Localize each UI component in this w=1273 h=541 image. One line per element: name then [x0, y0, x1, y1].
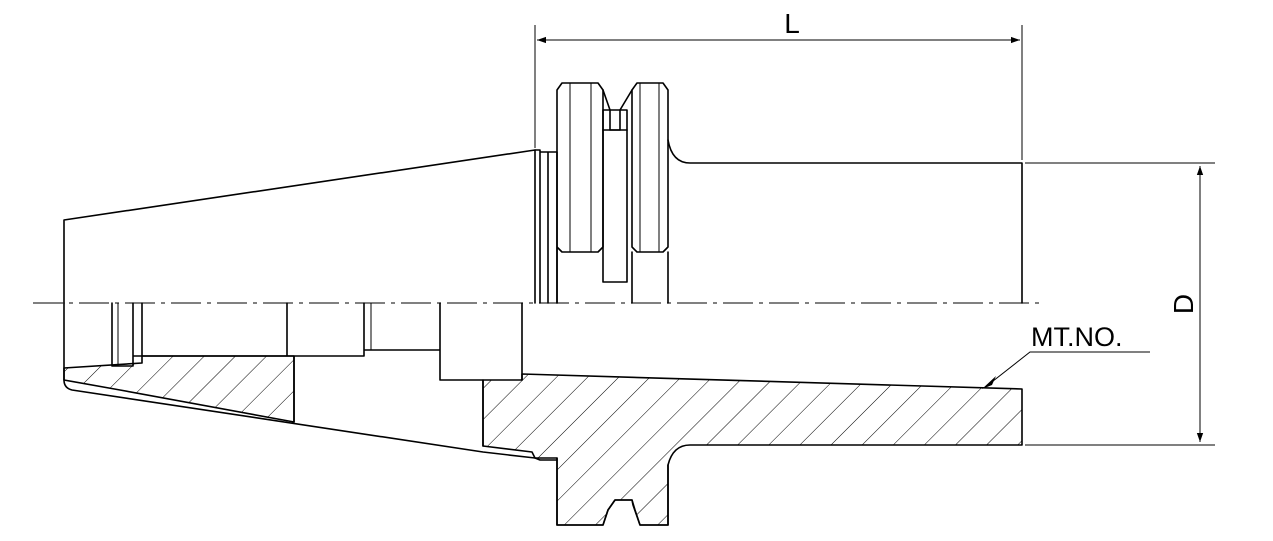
- taper-lower-outline: [63, 302, 558, 461]
- flange-left-ring: [556, 82, 604, 304]
- drive-key-slot: [602, 109, 628, 131]
- taper-callout: MT.NO.: [982, 322, 1150, 389]
- taper-shank-outline: [63, 149, 536, 304]
- flange-neck: [534, 149, 558, 304]
- flange-right-ring: [631, 82, 669, 253]
- dimension-d: D: [1025, 162, 1215, 446]
- upper-external-view: [63, 82, 1023, 304]
- body-outline: [667, 139, 1023, 304]
- shank-section-hatch: [63, 355, 295, 423]
- dimension-l-label: L: [784, 8, 800, 39]
- flange-lower-outline: [556, 457, 669, 526]
- body-section-hatch: [482, 373, 1023, 526]
- dimension-l: L: [534, 8, 1023, 160]
- taper-number-label: MT.NO.: [1031, 322, 1123, 352]
- bore-steps: [111, 302, 523, 447]
- dimension-d-label: D: [1168, 294, 1199, 314]
- lower-section-view: [63, 302, 1023, 526]
